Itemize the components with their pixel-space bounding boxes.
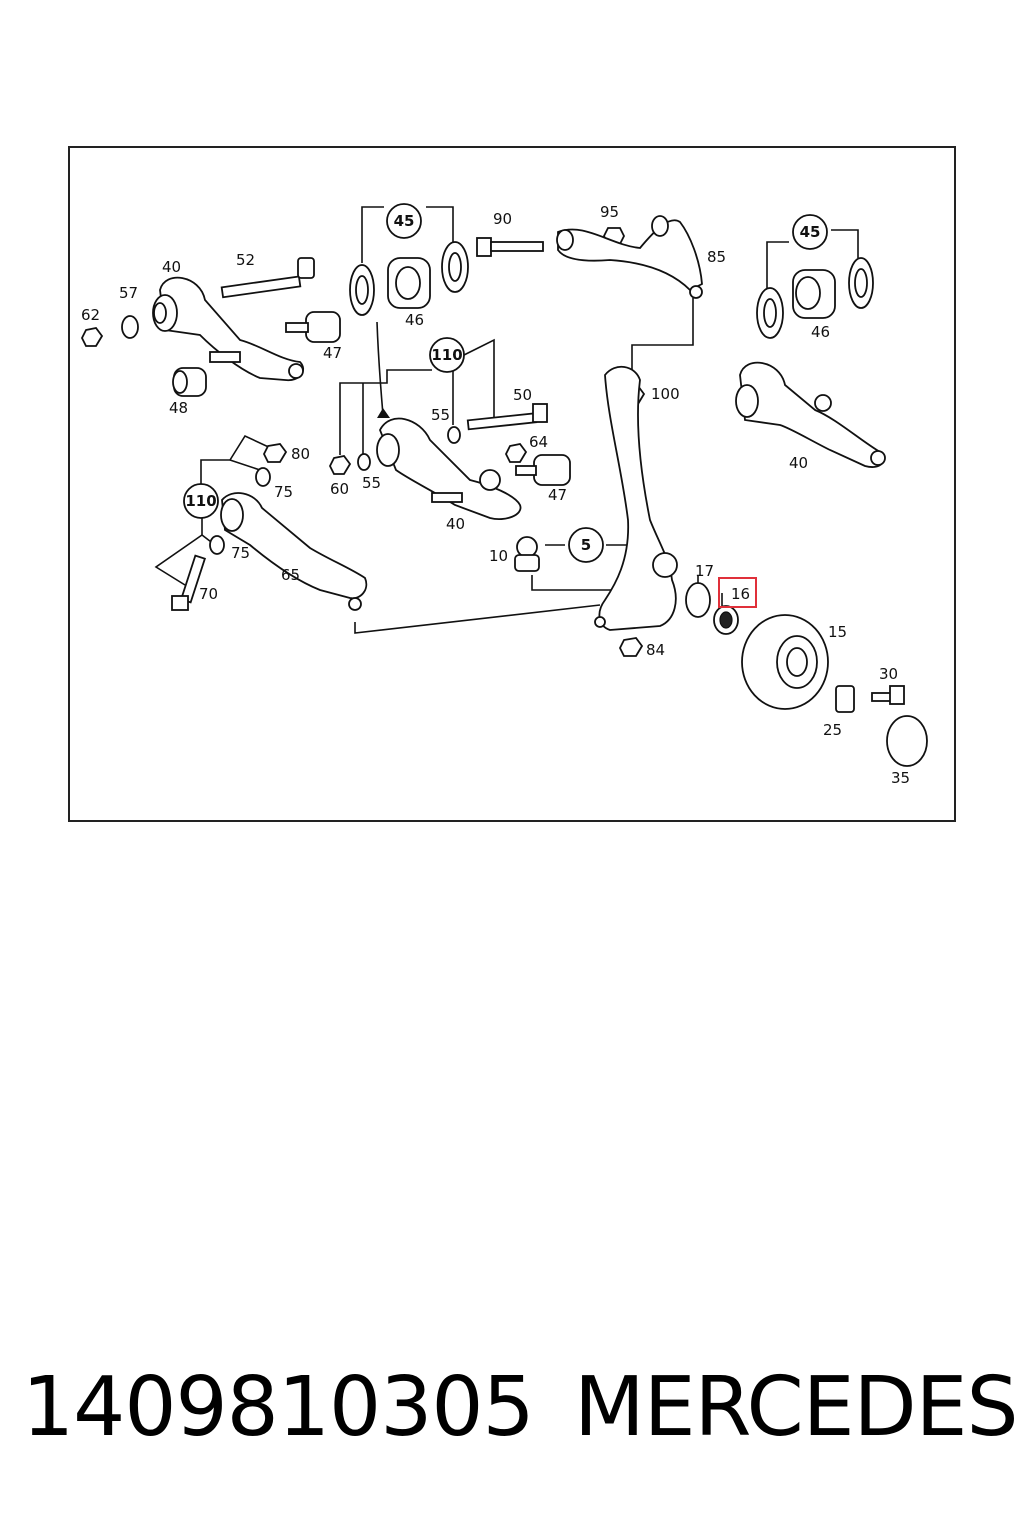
- part-80-nut: [262, 443, 288, 463]
- part-30-bolt: [871, 685, 905, 705]
- label-47-left: 47: [323, 344, 342, 362]
- label-50: 50: [513, 386, 532, 404]
- part-25-clip: [835, 685, 855, 713]
- part-52-bolt: [220, 257, 315, 299]
- label-84: 84: [646, 641, 665, 659]
- svg-text:110: 110: [185, 492, 216, 510]
- highlighted-part-16[interactable]: 16: [718, 577, 757, 608]
- label-100: 100: [651, 385, 680, 403]
- part-45-bushing-left: [349, 241, 469, 316]
- suspension-parts-diagram: 45 45 110 110 5 90 95 85 40 52 57 62 46 …: [80, 203, 928, 787]
- part-50-bolt: [466, 403, 548, 431]
- part-45-bushing-right: [756, 257, 874, 339]
- label-90: 90: [493, 210, 512, 228]
- label-52: 52: [236, 251, 255, 269]
- brand-name: MERCEDES: [574, 1360, 1019, 1455]
- part-35-grease-cap: [886, 715, 928, 767]
- part-17-seal-ring: [685, 582, 711, 618]
- part-15-wheel-hub: [741, 614, 829, 710]
- label-65: 65: [281, 566, 300, 584]
- label-40-right: 40: [789, 454, 808, 472]
- label-75-upper: 75: [274, 483, 293, 501]
- label-48: 48: [169, 399, 188, 417]
- part-40-lower-arm-right: [735, 361, 886, 468]
- part-16-wheel-bearing: [713, 605, 739, 635]
- part-62-nut: [80, 327, 104, 347]
- part-55-washer-lower: [357, 453, 371, 471]
- part-57-washer: [121, 315, 139, 339]
- label-17: 17: [695, 562, 714, 580]
- part-47-ball-joint-left: [285, 311, 341, 343]
- part-90-bolt: [476, 237, 544, 257]
- callout-110-left: 110: [183, 483, 219, 519]
- parts-diagram-frame: [68, 146, 956, 822]
- svg-text:110: 110: [431, 346, 462, 364]
- label-30: 30: [879, 665, 898, 683]
- part-75-washer-lower: [209, 535, 225, 555]
- label-55-upper: 55: [431, 406, 450, 424]
- part-84-nut: [618, 637, 644, 657]
- svg-text:5: 5: [581, 536, 591, 554]
- footer: 1409810305 MERCEDES: [0, 1360, 1024, 1470]
- part-60-nut: [328, 455, 352, 475]
- label-46-right: 46: [811, 323, 830, 341]
- svg-text:45: 45: [800, 223, 821, 241]
- part-number: 1409810305: [22, 1360, 535, 1455]
- label-70: 70: [199, 585, 218, 603]
- callout-45-left: 45: [386, 203, 422, 239]
- label-25: 25: [823, 721, 842, 739]
- label-46-left: 46: [405, 311, 424, 329]
- label-95: 95: [600, 203, 619, 221]
- part-65-lower-arm: [220, 492, 368, 611]
- label-15: 15: [828, 623, 847, 641]
- callout-110-center: 110: [429, 337, 465, 373]
- label-62: 62: [81, 306, 100, 324]
- label-40-center: 40: [446, 515, 465, 533]
- label-40-left: 40: [162, 258, 181, 276]
- label-35: 35: [891, 769, 910, 787]
- label-80: 80: [291, 445, 310, 463]
- part-48-bushing: [172, 367, 207, 397]
- part-10-ball-joint: [514, 536, 540, 572]
- label-55-lower: 55: [362, 474, 381, 492]
- part-70-bolt: [171, 554, 206, 611]
- label-85: 85: [707, 248, 726, 266]
- callout-5: 5: [568, 527, 604, 563]
- part-64-nut: [504, 443, 528, 463]
- label-10: 10: [489, 547, 508, 565]
- part-85-upper-arm: [556, 215, 703, 299]
- leader-lines: [154, 206, 859, 634]
- part-47-ball-joint-center: [515, 454, 571, 486]
- label-16: 16: [731, 585, 750, 603]
- part-5-steering-knuckle: [594, 366, 678, 631]
- callout-45-right: 45: [792, 214, 828, 250]
- label-47-center: 47: [548, 486, 567, 504]
- label-75-lower: 75: [231, 544, 250, 562]
- label-57: 57: [119, 284, 138, 302]
- label-64: 64: [529, 433, 548, 451]
- svg-text:45: 45: [394, 212, 415, 230]
- part-40-lower-arm-center: [376, 417, 522, 520]
- part-40-lower-arm-left: [152, 276, 305, 382]
- label-60: 60: [330, 480, 349, 498]
- part-55-washer-upper: [447, 426, 461, 444]
- part-75-washer-upper: [255, 467, 271, 487]
